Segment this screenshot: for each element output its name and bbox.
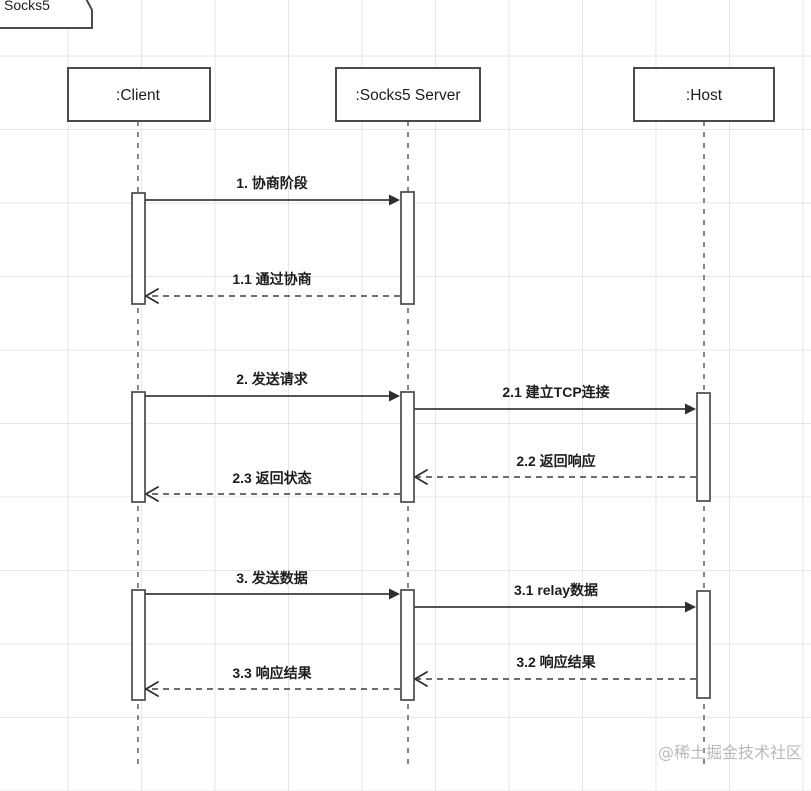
activation-bar-client-0[interactable]: [131, 192, 146, 305]
lifeline-label-host: :Host: [686, 87, 723, 104]
lifeline-label-client: :Client: [116, 87, 161, 104]
lifeline-box-host[interactable]: [633, 67, 775, 122]
message-m2_1[interactable]: 2.1 建立TCP连接: [414, 384, 696, 415]
message-m1_1[interactable]: 1.1 通过协商: [145, 271, 400, 304]
message-m3_1[interactable]: 3.1 relay数据: [414, 582, 696, 613]
message-m2_3[interactable]: 2.3 返回状态: [145, 470, 400, 502]
activation-bar-socks5-3[interactable]: [400, 391, 415, 503]
message-m2[interactable]: 2. 发送请求: [145, 371, 400, 402]
arrowhead-filled-m1: [389, 194, 400, 206]
arrowhead-open-m2_2: [414, 469, 428, 485]
arrowhead-open-m1_1: [145, 288, 159, 304]
message-label-m2_3: 2.3 返回状态: [232, 470, 311, 486]
message-label-m2_1: 2.1 建立TCP连接: [502, 384, 609, 400]
activation-bar-client-5[interactable]: [131, 589, 146, 701]
message-m1[interactable]: 1. 协商阶段: [145, 175, 400, 206]
lifeline-header-host[interactable]: :Host: [633, 67, 775, 122]
lifeline-lines: [137, 121, 705, 770]
arrowhead-filled-m2: [389, 390, 400, 402]
diagram-frame-tag: Socks5: [0, 0, 93, 29]
lifeline-headers: :Client :Socks5 Server :Host: [67, 67, 775, 122]
activation-bar-socks5-6[interactable]: [400, 589, 415, 701]
activation-bar-host-4[interactable]: [696, 392, 711, 502]
arrowhead-filled-m3_1: [685, 601, 696, 613]
arrowhead-filled-m2_1: [685, 403, 696, 415]
frame-label: Socks5: [4, 0, 50, 13]
message-label-m2_2: 2.2 返回响应: [516, 453, 595, 469]
message-m2_2[interactable]: 2.2 返回响应: [414, 453, 696, 485]
message-label-m3_3: 3.3 响应结果: [232, 665, 312, 681]
message-label-m3_2: 3.2 响应结果: [516, 654, 596, 670]
activation-bar-socks5-1[interactable]: [400, 191, 415, 305]
message-m3_2[interactable]: 3.2 响应结果: [414, 654, 696, 687]
lifeline-box-socks5[interactable]: [335, 67, 481, 122]
lifeline-box-client[interactable]: [67, 67, 211, 122]
arrowhead-open-m3_2: [414, 671, 428, 687]
message-label-m3_1: 3.1 relay数据: [514, 582, 598, 598]
message-m3[interactable]: 3. 发送数据: [145, 570, 400, 600]
activation-bars: [131, 191, 711, 701]
watermark-text: @稀土掘金技术社区: [658, 743, 802, 762]
lifeline-header-client[interactable]: :Client: [67, 67, 211, 122]
activation-bar-client-2[interactable]: [131, 391, 146, 503]
message-label-m2: 2. 发送请求: [236, 371, 309, 387]
message-m3_3[interactable]: 3.3 响应结果: [145, 665, 400, 697]
arrowhead-open-m3_3: [145, 681, 159, 697]
lifeline-header-socks5[interactable]: :Socks5 Server: [335, 67, 481, 122]
lifeline-label-socks5: :Socks5 Server: [355, 87, 460, 104]
activation-bar-host-7[interactable]: [696, 590, 711, 699]
message-label-m1: 1. 协商阶段: [236, 175, 308, 191]
messages: 1. 协商阶段 1.1 通过协商 2. 发送请求 2.1 建立TCP连接 2.2 返回响…: [145, 175, 696, 697]
message-label-m3: 3. 发送数据: [236, 570, 308, 586]
arrowhead-filled-m3: [389, 588, 400, 600]
message-label-m1_1: 1.1 通过协商: [232, 271, 311, 287]
arrowhead-open-m2_3: [145, 486, 159, 502]
